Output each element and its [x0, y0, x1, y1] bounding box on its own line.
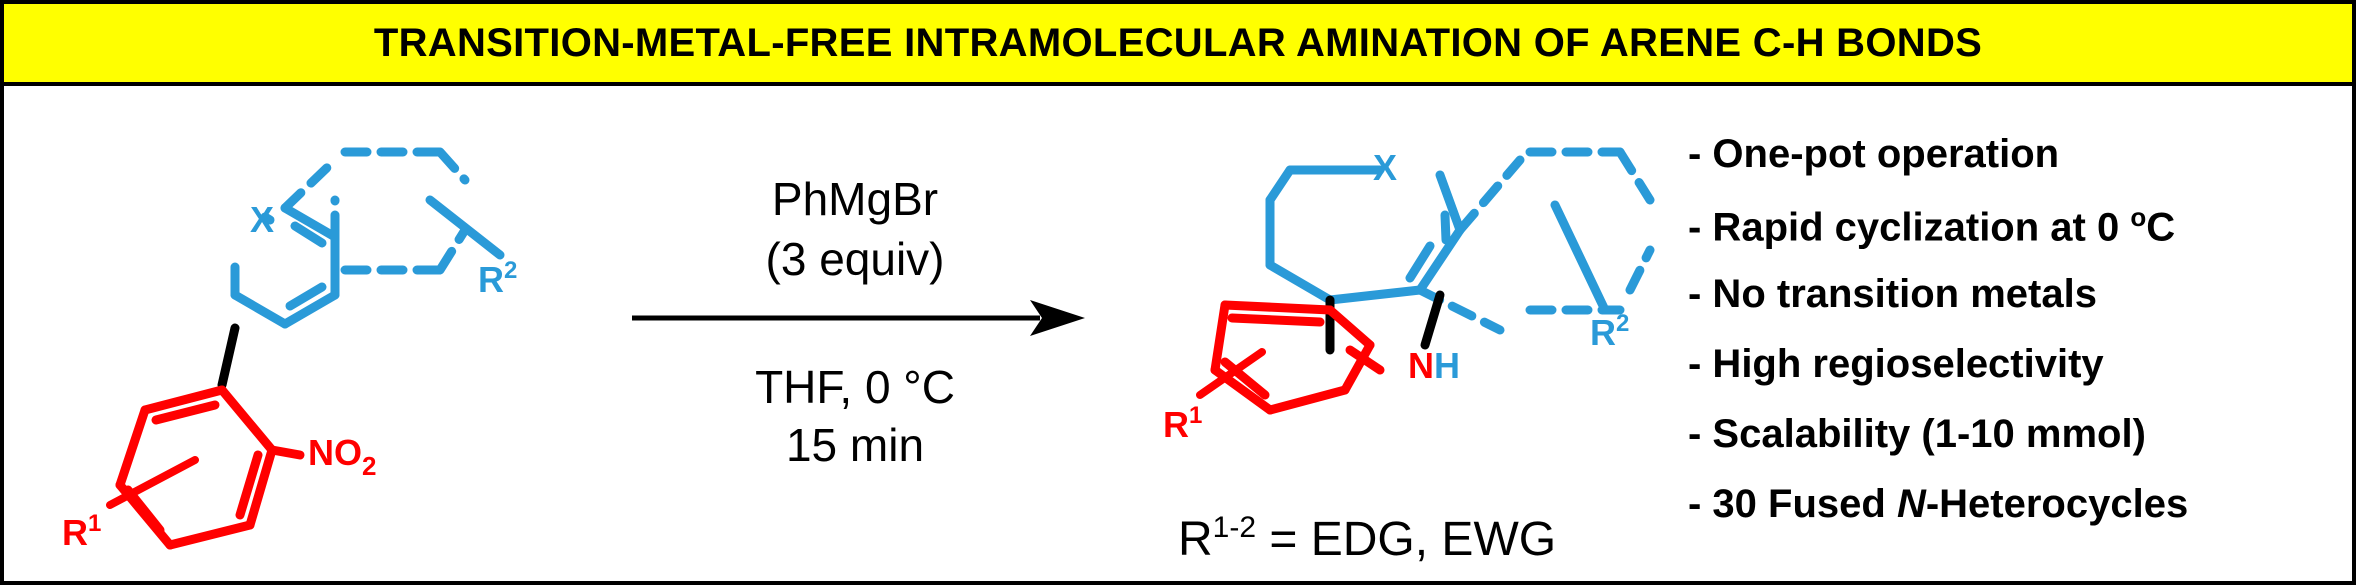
product-x-label: X — [1373, 147, 1397, 188]
feature-heterocycles-text: - 30 Fused — [1688, 482, 1897, 526]
reactant-x-label: X — [250, 199, 274, 240]
condition-reagent: PhMgBr — [771, 173, 939, 225]
reactant-r1-label: R1 — [62, 510, 101, 553]
italic-n: N — [1896, 482, 1926, 526]
product-r1-label: R1 — [1163, 402, 1202, 445]
reaction-arrow — [632, 300, 1085, 336]
reactant-structure — [106, 147, 505, 550]
banner-title: TRANSITION-METAL-FREE INTRAMOLECULAR AMI… — [373, 20, 1983, 65]
product-cn-bond — [1420, 290, 1445, 350]
product-r1-bond — [1196, 348, 1266, 399]
reactant-r1-bond — [106, 456, 199, 509]
feature-regioselectivity: - High regioselectivity — [1688, 342, 2104, 386]
product-structure — [1196, 147, 1655, 415]
feature-rapid-cyclization: - Rapid cyclization at 0 oC — [1688, 202, 2175, 250]
degree-sign: o — [2130, 202, 2147, 232]
condition-solvent-temp: THF, 0 °C — [755, 361, 955, 413]
heterocycles-suffix: -Heterocycles — [1925, 482, 2189, 526]
title-banner: TRANSITION-METAL-FREE INTRAMOLECULAR AMI… — [4, 4, 2352, 86]
condition-time: 15 min — [785, 419, 925, 471]
feature-scalability: - Scalability (1-10 mmol) — [1688, 412, 2146, 456]
reactant-nitro-label: NO2 — [308, 432, 376, 481]
feature-no-metals: - No transition metals — [1688, 272, 2097, 316]
substituent-definition: R1-2 = EDG, EWG — [1178, 511, 1556, 566]
feature-one-pot: - One-pot operation — [1688, 132, 2060, 176]
product-red-ring — [1210, 300, 1385, 415]
feature-rapid-text: - Rapid cyclization at 0 — [1688, 205, 2131, 250]
reactant-biaryl-bond — [217, 323, 240, 390]
product-blue-ring — [1265, 147, 1655, 335]
product-nh-label: NH — [1408, 345, 1460, 386]
condition-equiv: (3 equiv) — [765, 233, 945, 285]
reactant-r2-label: R2 — [478, 257, 517, 300]
reactant-red-ring — [115, 385, 305, 550]
degree-unit: C — [2146, 205, 2176, 250]
product-r2-label: R2 — [1590, 310, 1629, 353]
feature-heterocycles: - 30 Fused N-Heterocycles — [1688, 482, 2188, 527]
reactant-blue-ring — [230, 147, 505, 329]
